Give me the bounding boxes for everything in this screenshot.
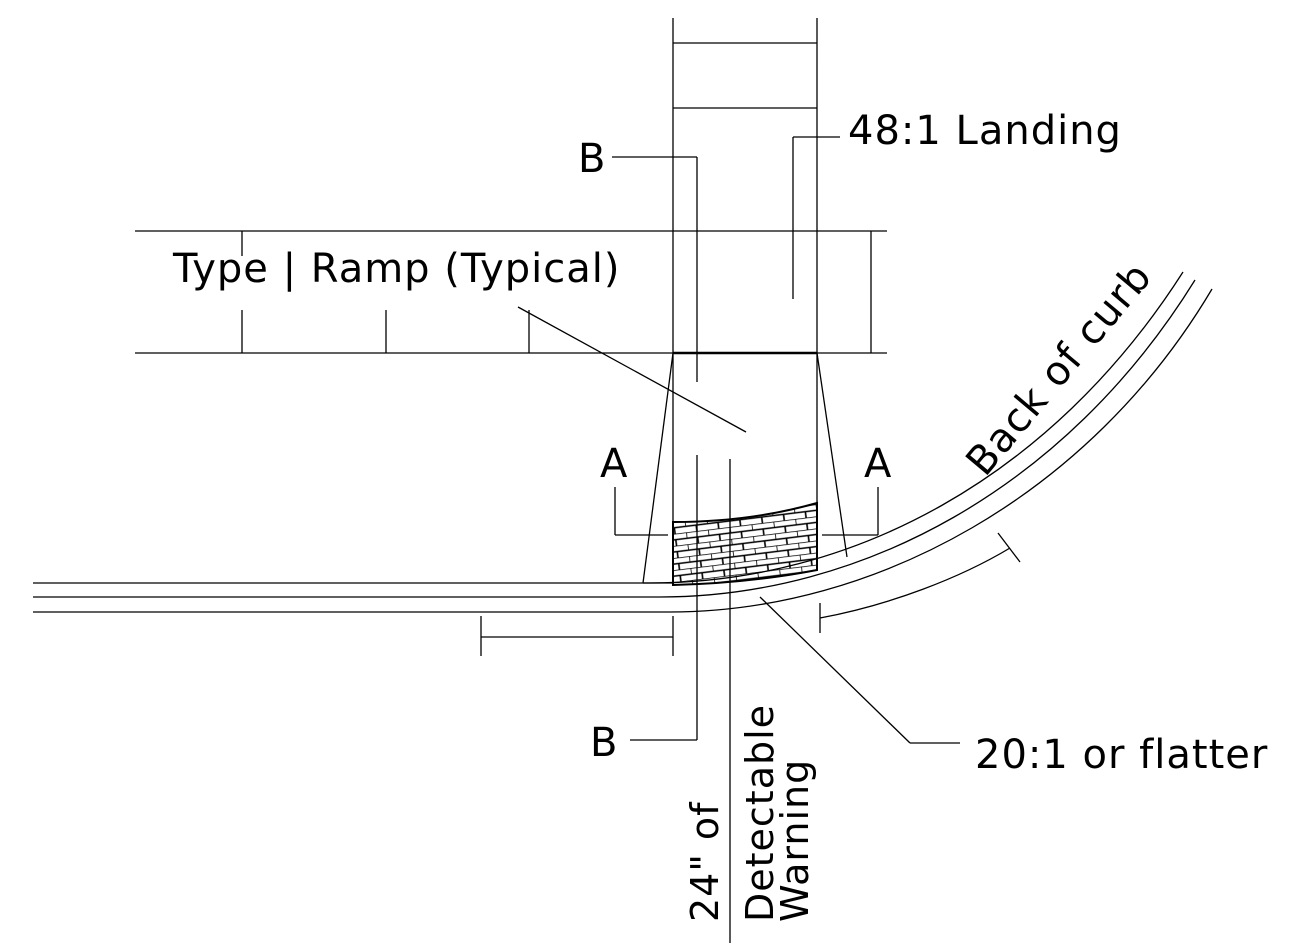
landing-area (672, 66, 818, 583)
section-a-left-label: A (600, 441, 628, 487)
top-width-dimension (672, 18, 818, 66)
section-b-top-label: B (578, 136, 606, 182)
curb-lines (33, 271, 1213, 613)
section-a-left (614, 487, 668, 536)
sidewalk (135, 230, 887, 354)
detectable-warning-surface (672, 501, 818, 587)
curve-dimension (819, 532, 1021, 633)
ramp-label: Type | Ramp (Typical) (172, 246, 620, 292)
bottom-dimension (480, 616, 674, 656)
leaders (517, 136, 960, 943)
landing-label: 48:1 Landing (848, 108, 1122, 154)
slope-label: 20:1 or flatter (975, 732, 1268, 778)
section-b-bottom-label: B (590, 720, 618, 766)
section-b-line (612, 156, 698, 741)
section-a-right-label: A (864, 441, 892, 487)
warning-label-line2: Detectable (738, 704, 782, 922)
warning-label-line3: Warning (773, 759, 817, 922)
warning-label-line1: 24" of (683, 801, 727, 922)
section-a-right (822, 487, 879, 536)
